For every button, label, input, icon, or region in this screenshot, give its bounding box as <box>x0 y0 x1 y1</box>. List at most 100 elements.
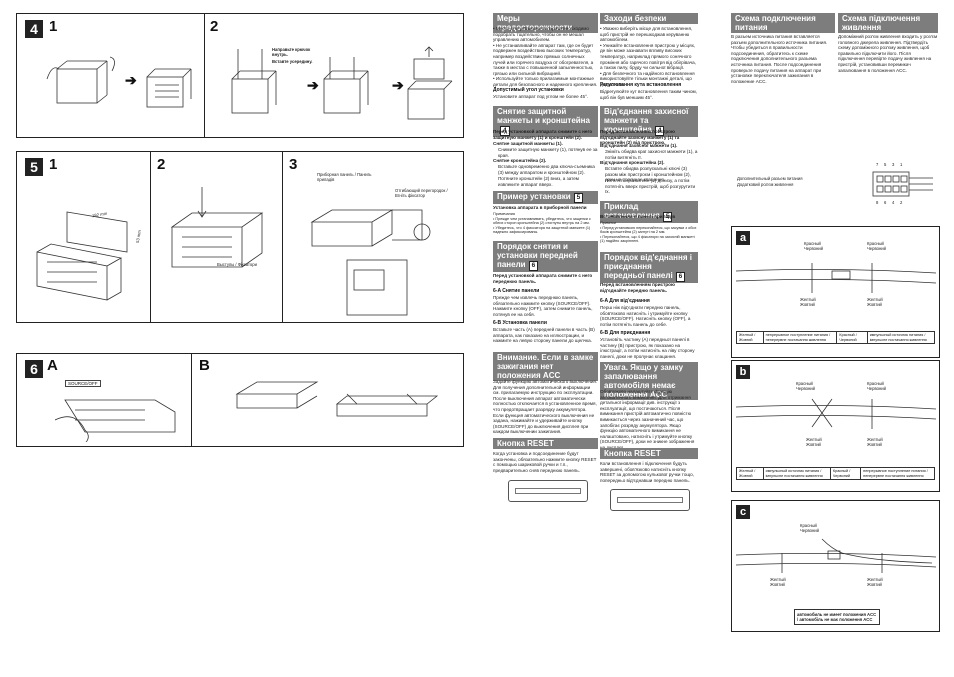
step-1-label: 1 <box>49 156 58 173</box>
pin-1: 1 <box>900 162 903 167</box>
table-cell: Красный / Червоний <box>836 331 868 344</box>
uk-angle-body: Відрегулюйте кут встановлення таким чино… <box>600 89 697 100</box>
yellow-wire-label: Желтый Жовтий <box>770 577 786 587</box>
red-wire-label: Красный Червоний <box>800 523 819 533</box>
red-wire-label: Красный Червоний <box>804 241 823 251</box>
uk-section-4-header: Від'єднання захисної манжети та кронштей… <box>600 106 698 137</box>
yellow-wire-label: Желтый Жовтий <box>800 297 816 307</box>
ru-angle-title: Допустимый угол установки <box>493 87 564 93</box>
ru-s4-step2: Снятие кронштейна (2). <box>493 158 547 163</box>
uk-s5-notes: Примітки • Перед установкою переконайтес… <box>600 221 697 244</box>
pin-7: 7 <box>876 162 879 167</box>
connector-label-uk: Додатковий роз'єм живлення <box>737 182 794 187</box>
ru-precautions-body: • Место для установки аппарата необходим… <box>493 26 598 87</box>
uk-s4-step2b: Потягніть кронштейн (2) донизу, а потім … <box>605 178 696 195</box>
red-wire-label: Красный Червоний <box>867 241 886 251</box>
pin-3: 3 <box>892 162 895 167</box>
panel-divider <box>150 152 151 322</box>
arrow-right-icon: ➔ <box>125 72 137 88</box>
section-badge: 6 <box>675 272 686 282</box>
instrument-panel-label: Приборная панель / Панель приладів <box>317 172 372 182</box>
diagram-letter-a: a <box>736 231 750 245</box>
pin-4: 4 <box>892 200 895 205</box>
arrow-right-icon: ➔ <box>392 77 404 93</box>
ru-acc-header: Внимание. Если в замке зажигания нет пол… <box>493 352 598 381</box>
uk-s6-b-title: 6-B Для приєднання <box>600 330 651 336</box>
ru-s4-step1: Снятие защитной манжеты (1). <box>493 141 563 146</box>
ru-s6-a-body: Прежде чем извлечь переднюю панель, обяз… <box>493 295 593 317</box>
pin-8: 8 <box>876 200 879 205</box>
uk-section-4-title: Від'єднання захисної манжети та кронштей… <box>604 107 689 134</box>
wiring-diagram-a: a Красный Червоний Красный Червоний Желт… <box>731 226 940 358</box>
reset-slot <box>617 497 683 503</box>
figure-panel-4: 4 1 2 ➔ Направьте крючок внутрь. Вставте… <box>16 13 464 138</box>
reset-button-illustration <box>508 480 588 502</box>
table-cell: Желтый / Жовтий <box>736 331 764 344</box>
table-cell: непрерывное поступление питания / непере… <box>860 467 935 480</box>
uk-s4-step1b: Зніміть обидва краї захисної манжети (1)… <box>605 149 698 160</box>
connector-label-ru: Дополнительный разъем питания <box>737 176 803 181</box>
section-badge: 5 <box>573 193 584 203</box>
ru-s4-step2b: Потяните кронштейн (2) вниз, а затем изв… <box>498 176 579 187</box>
step-3-label: 3 <box>289 156 298 173</box>
panel-divider <box>282 152 283 322</box>
ru-s6-intro: Перед установкой аппарата снимите с него… <box>493 273 593 284</box>
source-off-button-label: SOURCE/OFF <box>65 380 101 387</box>
ru-section-6-title: Порядок снятия и установки передней пане… <box>497 242 578 269</box>
step-b-label: B <box>199 357 210 374</box>
connector-plug-illustration <box>872 171 933 197</box>
panel-divider <box>204 14 205 137</box>
panel-attach-illustration <box>235 381 439 417</box>
uk-precautions-body: • Уважно виберіть місце для встановлення… <box>600 26 696 87</box>
section-badge: 4 <box>654 126 665 136</box>
section-badge: 6 <box>528 261 539 271</box>
uk-acc-header: Увага. Якщо у замку запалювання автомобі… <box>600 362 698 400</box>
hook-inward-label-ru: Направьте крючок внутрь. <box>272 47 311 57</box>
section-number-4: 4 <box>25 20 43 38</box>
uk-s6-a-body: Перш ніж від'єднати передню панель, обов… <box>600 305 691 327</box>
table-cell: Желтый / Жовтий <box>736 467 764 480</box>
wiring-table-b: Желтый / Жовтий импульсный источник пита… <box>736 467 935 480</box>
red-wire-label: Красный Червоний <box>867 381 886 391</box>
uk-s4-step2a: Вставте обидва розпускальні ключі (3) ра… <box>605 166 691 183</box>
table-cell: непрерывное поступление питания / непере… <box>762 331 838 344</box>
wiring-lines-b <box>735 398 937 429</box>
section-badge: 5 <box>662 212 673 222</box>
table-cell: импульсный источник питания / імпульсне … <box>762 467 831 480</box>
uk-section-6-title: Порядок від'єднання і приєднання переднь… <box>604 253 692 280</box>
uk-section-6-header: Порядок від'єднання і приєднання переднь… <box>600 252 698 283</box>
dash-install-illustration <box>310 209 431 316</box>
uk-s6-b-body: Установіть частину (A) передньої панелі … <box>600 337 695 359</box>
uk-s4-intro: Перед встановленням пристрою від'єднайте… <box>600 129 680 146</box>
ru-angle-body: Установите аппарат под углом не более 45… <box>493 94 589 99</box>
uk-s6-intro: Перед встановленням пристрою від'єднайте… <box>600 282 675 293</box>
pin-2: 2 <box>900 200 903 205</box>
stand-tabs-label: Выступы / Фіксатори <box>217 262 257 267</box>
pin-6: 6 <box>884 200 887 205</box>
ru-s4-intro: Перед установкой аппарата снимите с него… <box>493 129 593 140</box>
uk-s4-step1: Від'єднання захисної манжети (1). <box>600 143 678 148</box>
figure-panel-6: 6 A B SOURCE/OFF <box>16 353 464 447</box>
wiring-lines-c <box>735 538 937 573</box>
ru-s6-b-title: 6-B Установка панели <box>493 320 547 326</box>
reset-button-illustration <box>610 489 690 511</box>
dashboard-cutout-illustration <box>36 211 128 301</box>
diagram-letter-c: c <box>736 505 750 519</box>
diagram-letter-b: b <box>736 365 750 379</box>
ru-s6-b-body: Вставьте часть (A) передней панели в час… <box>493 327 595 344</box>
yellow-wire-label: Желтый Жовтий <box>867 437 883 447</box>
uk-angle-title: Регулювання кута встановлення <box>600 82 682 88</box>
ru-s5-sub: Установка аппарата в приборной панели <box>493 205 587 210</box>
ru-precautions-header: Меры предосторожности <box>493 13 598 33</box>
uk-acc-body: Обов'язково налаштуйте функцію автоматич… <box>600 389 695 450</box>
yellow-wire-label: Желтый Жовтий <box>867 297 883 307</box>
ru-section-5-title: Пример установки <box>497 192 571 201</box>
ru-reset-body: Когда установка и подсоединение будут за… <box>493 451 597 473</box>
wiring-diagram-b: b Красный Червоний Красный Червоний Желт… <box>731 360 940 492</box>
no-acc-note: автомобиль не имеет положения ACC / авто… <box>794 609 880 625</box>
ru-reset-header: Кнопка RESET <box>493 438 598 449</box>
bracket-removal-illustration <box>231 46 453 120</box>
section-badge: 4 <box>500 126 510 136</box>
